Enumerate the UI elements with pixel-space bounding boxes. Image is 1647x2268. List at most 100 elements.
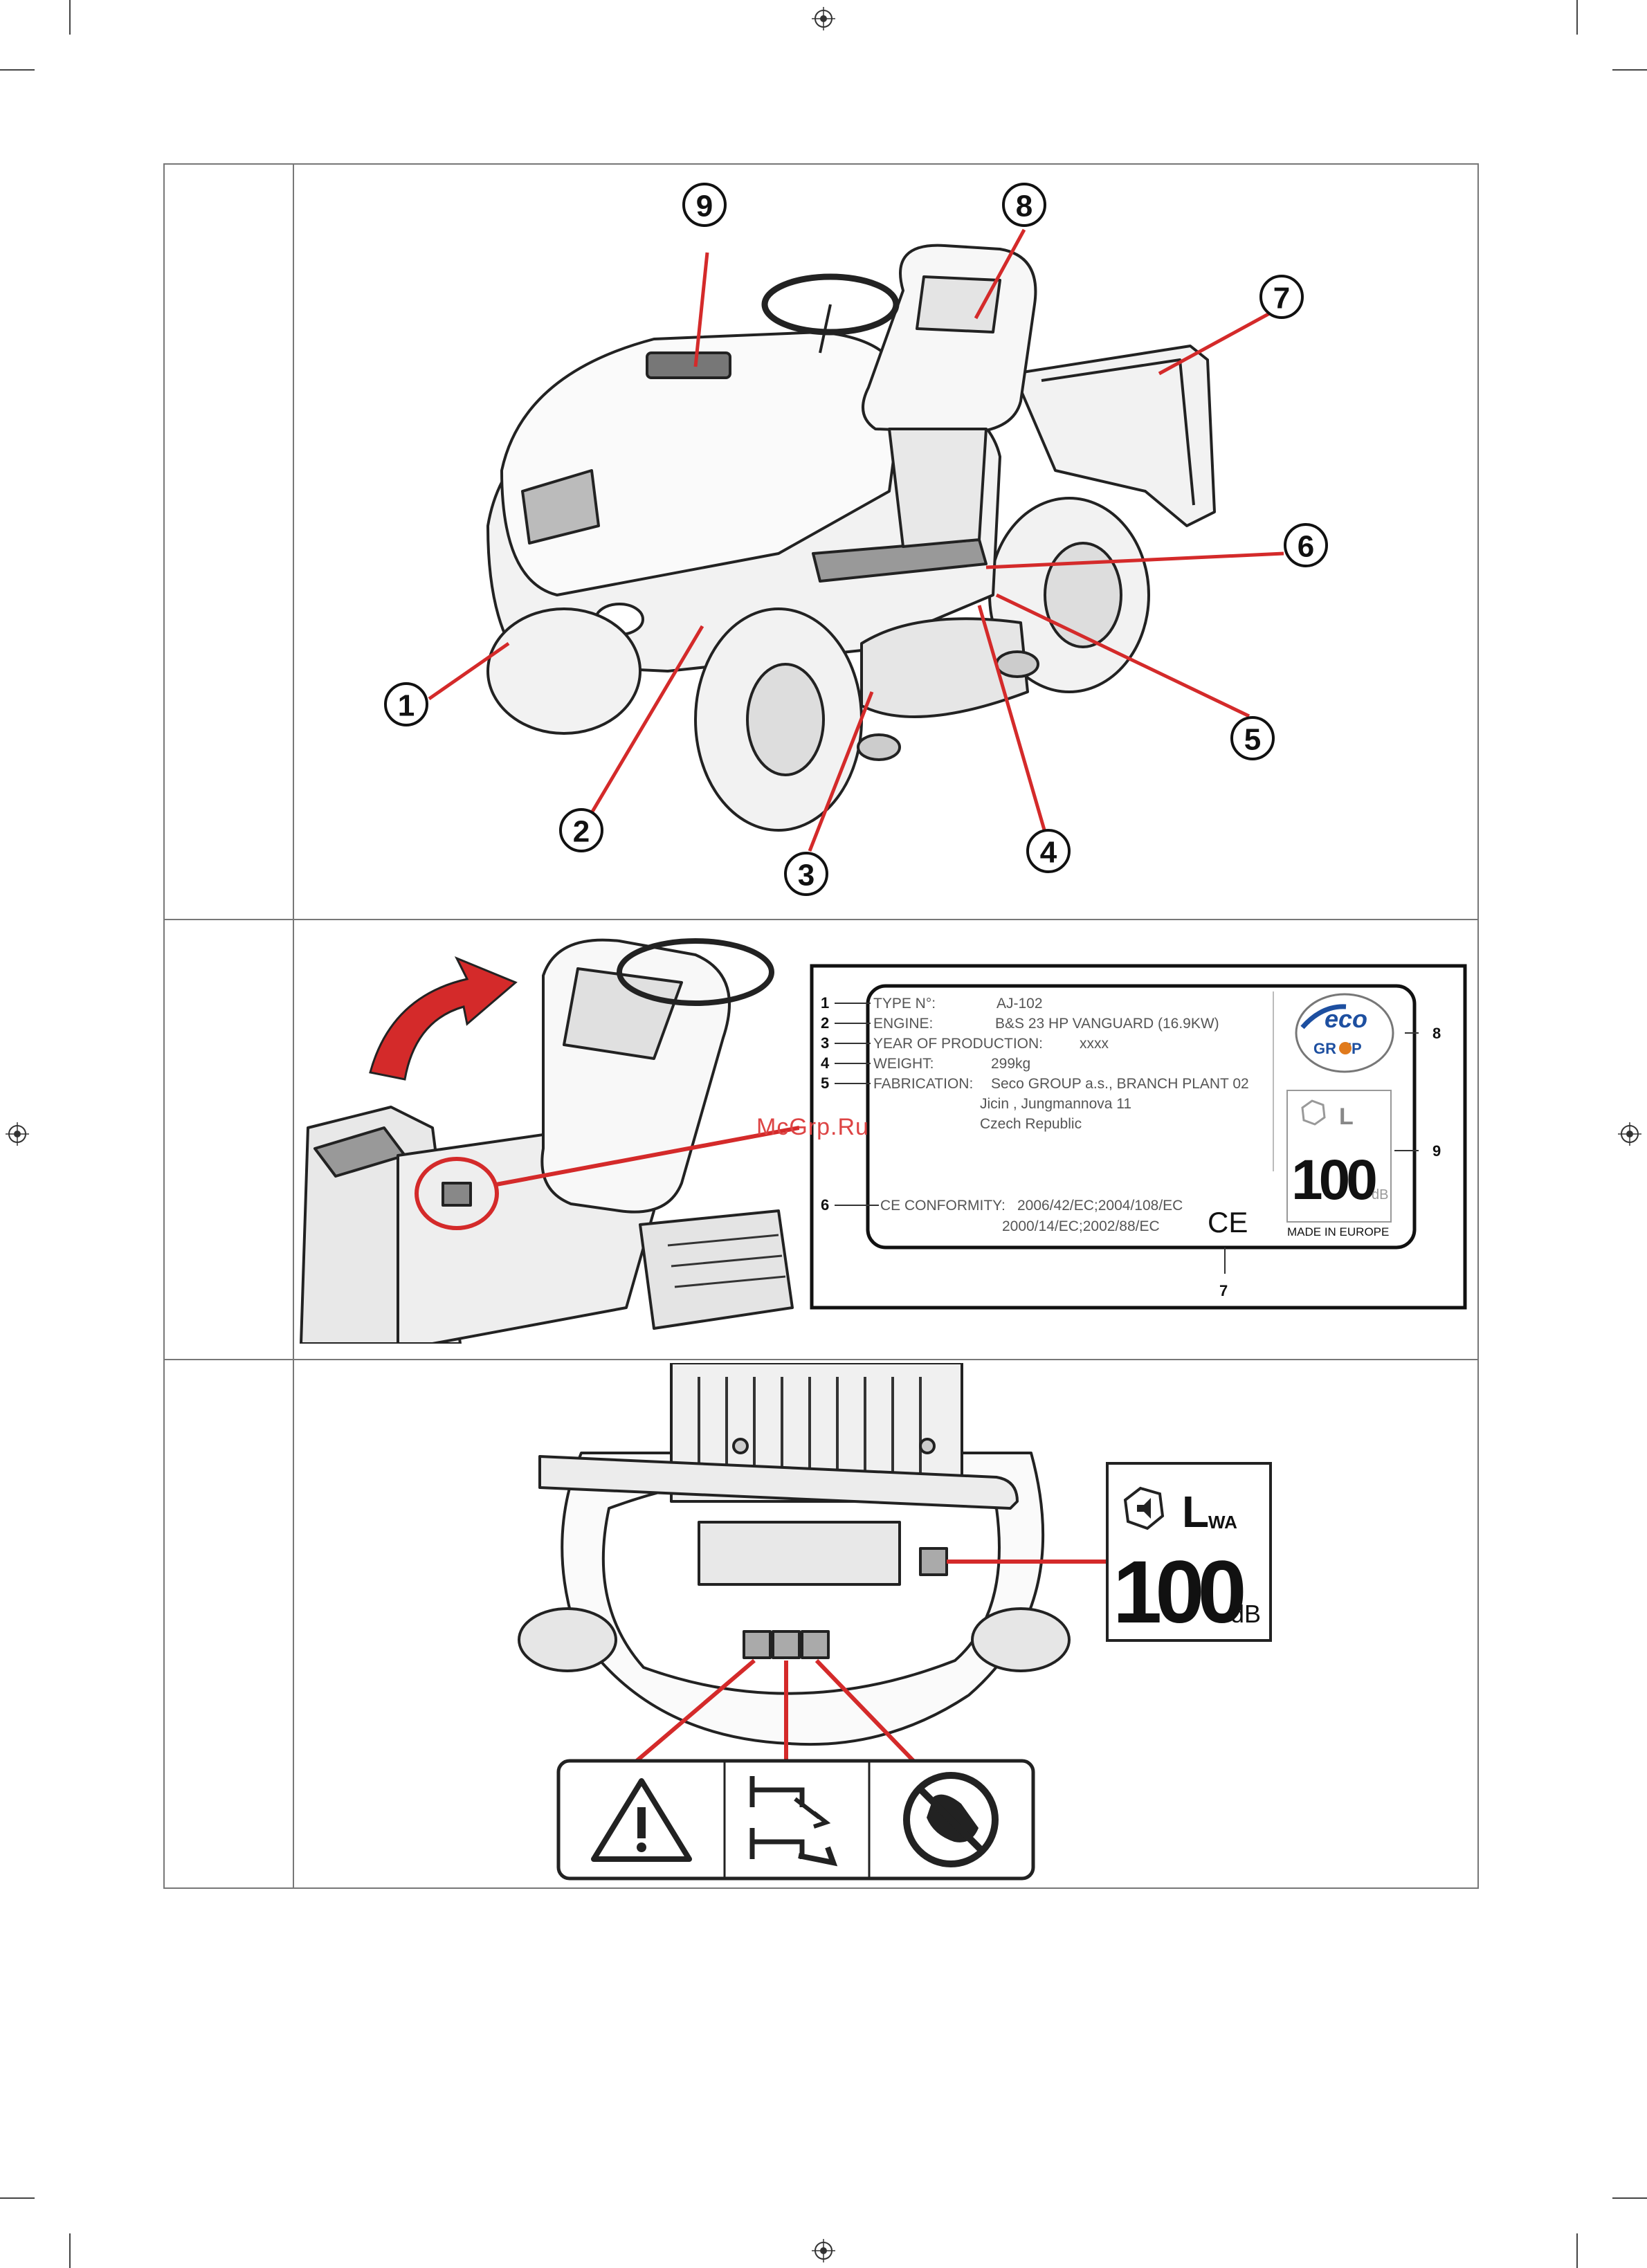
identification-plate-figure: 1 2 3 4 5 6 TYPE N°: AJ-102 ENGINE: B&S … <box>810 964 1467 1310</box>
plate-fabrication-label: FABRICATION: <box>873 1076 973 1092</box>
callout-line-1 <box>428 641 510 701</box>
plate-noise-unit: dB <box>1372 1187 1388 1202</box>
warning-label-marker <box>743 1630 772 1659</box>
crop-mark <box>69 2233 71 2268</box>
ce-mark-icon: CE <box>1208 1206 1248 1238</box>
plate-row-number: 4 <box>821 1054 830 1072</box>
plate-type-label: TYPE N°: <box>873 996 936 1012</box>
plate-location-marker <box>442 1182 472 1207</box>
callout-circle-9 <box>682 183 727 227</box>
chute-shape <box>698 1521 901 1586</box>
table-row-divider <box>165 919 1477 920</box>
watermark-text: McGrp.Ru <box>756 1114 869 1140</box>
plate-callout-9: 9 <box>1432 1142 1441 1160</box>
plate-year-value: xxxx <box>1080 1036 1109 1052</box>
plate-year-label: YEAR OF PRODUCTION: <box>873 1036 1043 1052</box>
no-hands-label-marker <box>801 1630 830 1659</box>
no-hands-prohibition-icon <box>903 1772 999 1867</box>
plate-address-line2: Czech Republic <box>980 1116 1082 1132</box>
rear-hub-shape <box>1044 542 1122 648</box>
noise-label-marker <box>919 1547 948 1576</box>
callout-circle-7 <box>1259 275 1304 319</box>
plate-address-line1: Jicin , Jungmannova 11 <box>980 1096 1131 1112</box>
callout-line-2 <box>579 625 704 832</box>
callout-number-5: 5 <box>1244 723 1261 757</box>
plate-made-in: MADE IN EUROPE <box>1287 1225 1389 1238</box>
plate-row-number: 5 <box>821 1074 829 1092</box>
callout-circle-2 <box>559 808 603 852</box>
speaker-icon <box>1301 1099 1326 1126</box>
callout-line-6 <box>985 551 1284 569</box>
lwa-label: L <box>1182 1487 1209 1537</box>
callout-line-7 <box>1158 309 1275 376</box>
noise-value: 100 <box>1113 1543 1243 1642</box>
crop-mark <box>1612 2197 1647 2199</box>
plate-ce-label: CE CONFORMITY: <box>880 1198 1006 1214</box>
callout-number-8: 8 <box>1016 190 1032 223</box>
plate-fabrication-value: Seco GROUP a.s., BRANCH PLANT 02 <box>991 1076 1249 1092</box>
speaker-icon <box>1137 1498 1151 1519</box>
table-column-divider <box>293 165 294 1887</box>
tractor-overview-figure: 1 2 3 4 5 6 7 8 9 <box>384 183 1328 896</box>
callout-circle-6 <box>1284 523 1328 567</box>
grass-catcher-shape <box>1012 345 1216 527</box>
callout-line-5 <box>995 593 1250 718</box>
plate-row-number: 3 <box>821 1034 829 1052</box>
front-left-wheel-shape <box>486 607 641 735</box>
steering-wheel-shape <box>761 273 900 336</box>
discharge-direction-icon <box>749 1776 838 1867</box>
callout-number-7: 7 <box>1273 282 1290 315</box>
callout-circle-3 <box>784 852 828 896</box>
plate-callout-8: 8 <box>1432 1025 1441 1042</box>
registration-mark-icon <box>812 7 835 30</box>
deck-underside-figure <box>518 1363 1107 1763</box>
plate-callout-7: 7 <box>1219 1282 1228 1299</box>
plate-engine-label: ENGINE: <box>873 1016 933 1032</box>
hood-shape <box>500 331 904 596</box>
deck-roller-left <box>518 1607 617 1672</box>
plate-inner-frame <box>866 984 1417 1250</box>
discharge-label-marker <box>772 1630 801 1659</box>
registration-mark-icon <box>6 1122 29 1146</box>
seat-back-pad <box>916 275 1001 333</box>
registration-mark-icon <box>812 2239 835 2262</box>
seco-logo-text: eco <box>1325 1005 1367 1033</box>
callout-number-4: 4 <box>1040 836 1057 870</box>
deck-roller-shape <box>857 733 901 761</box>
callout-circle-4 <box>1026 829 1071 873</box>
footboard-rib <box>667 1234 779 1247</box>
seat-lifted-figure <box>300 938 799 1344</box>
grille-shape <box>521 469 600 545</box>
callout-number-1: 1 <box>398 689 415 723</box>
callout-number-3: 3 <box>798 859 815 893</box>
seco-logo-dot <box>1339 1042 1352 1054</box>
callout-number-2: 2 <box>573 815 590 849</box>
callout-circle-8 <box>1002 183 1046 227</box>
crop-mark <box>0 69 35 71</box>
crop-mark <box>1576 0 1578 35</box>
hood-vent-shape <box>646 351 731 379</box>
callout-line-9 <box>693 252 709 367</box>
steering-column-shape <box>819 304 832 354</box>
warning-label-pointer <box>635 1658 756 1763</box>
plate-weight-label: WEIGHT: <box>873 1056 934 1072</box>
callout-circle-5 <box>1230 716 1275 760</box>
deck-roller-shape <box>995 650 1039 678</box>
front-hub-shape <box>746 663 825 776</box>
no-hands-label-pointer <box>815 1658 916 1763</box>
plate-type-value: AJ-102 <box>997 996 1043 1012</box>
plate-row-number: 1 <box>821 994 829 1012</box>
callout-number-6: 6 <box>1298 530 1314 564</box>
plate-noise-label <box>1286 1090 1392 1223</box>
plate-ce-line2: 2000/14/EC;2002/88/EC <box>1002 1218 1160 1234</box>
seco-logo-swoosh <box>1300 1004 1347 1030</box>
crop-mark <box>1576 2233 1578 2268</box>
crop-mark <box>69 0 71 35</box>
plate-highlight-circle <box>415 1157 499 1230</box>
crop-mark <box>0 2197 35 2199</box>
lifted-seat-pad <box>563 967 683 1060</box>
warning-triangle-icon <box>591 1778 692 1862</box>
footboard-rib <box>674 1275 786 1288</box>
deck-roller-right <box>971 1607 1071 1672</box>
table-row-divider <box>165 1359 1477 1360</box>
